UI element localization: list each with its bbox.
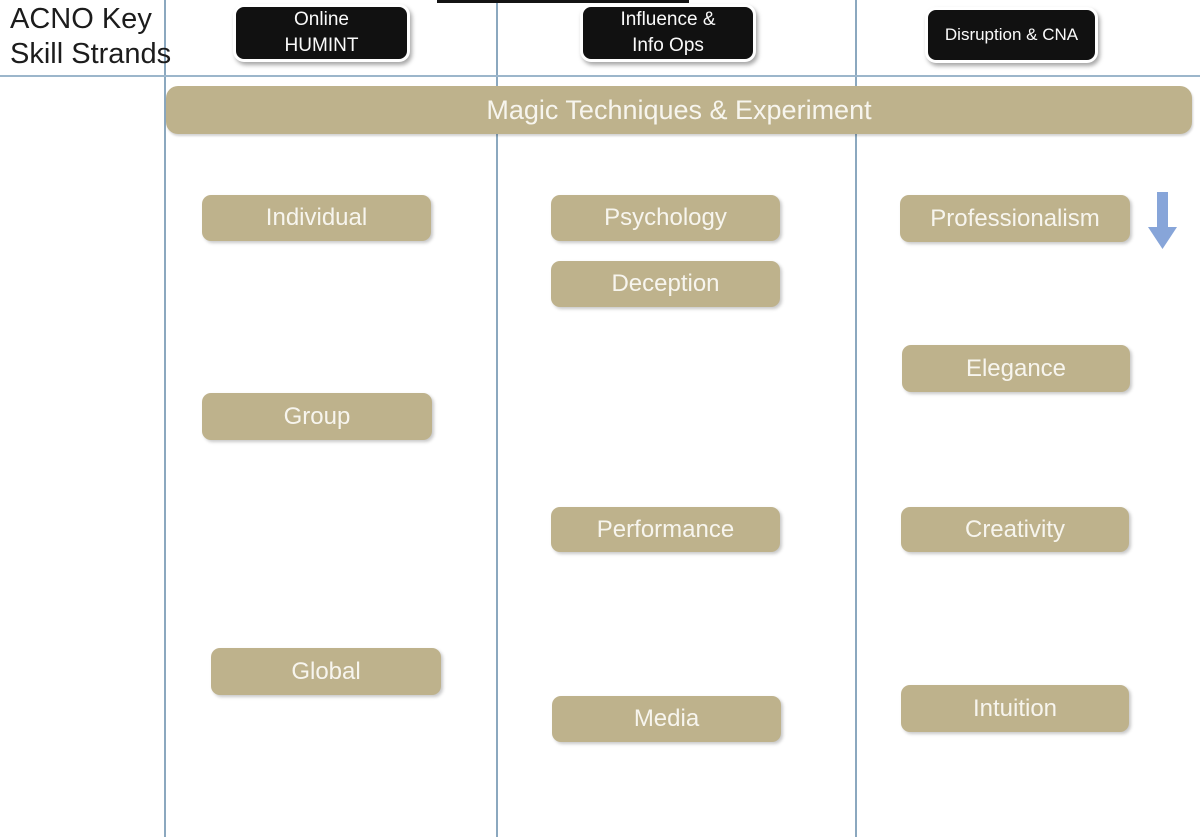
- page-title: ACNO Key Skill Strands: [10, 2, 171, 72]
- header-line: HUMINT: [284, 35, 359, 56]
- skill-box-global: Global: [211, 648, 441, 695]
- skill-box-deception: Deception: [551, 261, 780, 307]
- skill-box-individual: Individual: [202, 195, 431, 241]
- page-title-line2: Skill Strands: [10, 38, 172, 70]
- skill-box-performance: Performance: [551, 507, 780, 552]
- column-divider-2: [496, 0, 498, 837]
- column-divider-1: [164, 0, 166, 837]
- skill-box-group: Group: [202, 393, 432, 440]
- header-line: Influence &: [620, 9, 716, 31]
- header-line: Online: [294, 9, 349, 31]
- column-header-influence-info-ops: Influence & Info Ops: [580, 4, 756, 62]
- skill-box-psychology: Psychology: [551, 195, 780, 241]
- header-line: Info Ops: [632, 35, 704, 56]
- banner-magic-techniques: Magic Techniques & Experiment: [166, 86, 1192, 134]
- cropped-top-bar: [437, 0, 689, 3]
- skill-box-media: Media: [552, 696, 781, 742]
- header-divider-line: [0, 75, 1200, 77]
- column-divider-3: [855, 0, 857, 837]
- down-arrow-icon: [1146, 192, 1179, 249]
- page-title-line1: ACNO Key: [10, 3, 152, 35]
- skill-box-elegance: Elegance: [902, 345, 1130, 392]
- skill-box-intuition: Intuition: [901, 685, 1129, 732]
- skill-box-creativity: Creativity: [901, 507, 1129, 552]
- header-line: Disruption & CNA: [944, 24, 1079, 44]
- column-header-disruption-cna: Disruption & CNA: [925, 7, 1098, 63]
- column-header-online-humint: Online HUMINT: [233, 4, 410, 62]
- skill-box-professionalism: Professionalism: [900, 195, 1130, 242]
